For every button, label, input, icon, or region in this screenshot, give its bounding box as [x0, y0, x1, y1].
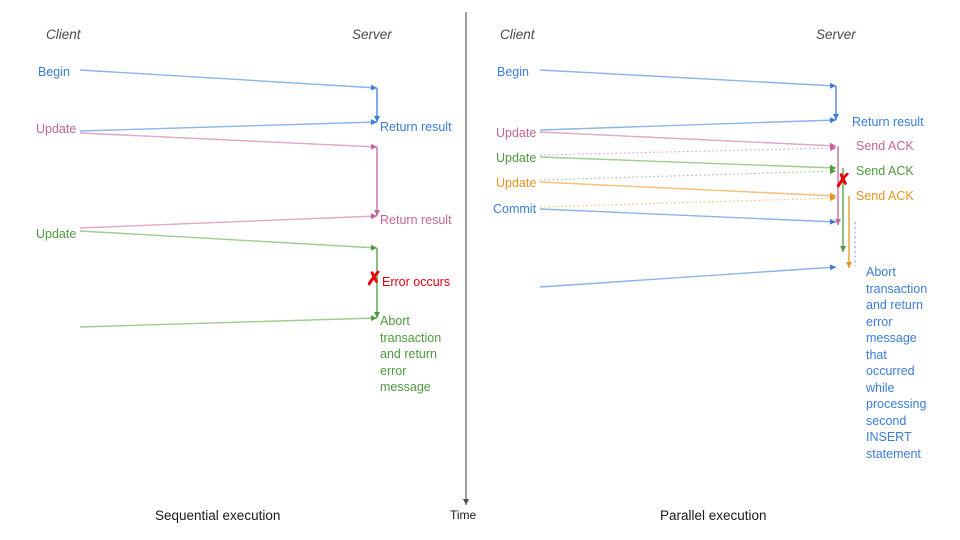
message-label-update-3-parallel: Update: [496, 176, 537, 190]
lane-header-client-sequential: Client: [46, 27, 81, 42]
panel-caption-sequential: Sequential execution: [155, 508, 281, 523]
message-label-update-1-parallel: Update: [496, 126, 537, 140]
message-line-send-ack-2-parallel: [539, 168, 837, 181]
message-label-begin-parallel: Begin: [497, 65, 529, 79]
error-x-icon-sequential: ✗: [366, 269, 382, 290]
message-label-return-result-2-sequential: Return result: [380, 213, 452, 227]
message-line-begin-sequential: [79, 69, 378, 91]
message-label-begin-sequential: Begin: [38, 65, 70, 79]
message-label-send-ack-2-parallel: Send ACK: [856, 164, 914, 178]
message-label-commit-parallel: Commit: [493, 202, 537, 216]
message-label-abort-return-sequential: Abort transaction and return error messa…: [380, 314, 442, 394]
panel-caption-parallel: Parallel execution: [660, 508, 767, 523]
message-line-return-result-2-sequential: [79, 213, 378, 229]
message-line-update-1-sequential: [79, 132, 378, 150]
message-label-update-2-sequential: Update: [36, 227, 77, 241]
message-label-return-result-parallel: Return result: [852, 115, 924, 129]
message-line-send-ack-1-parallel: [539, 145, 837, 156]
message-line-begin-parallel: [539, 69, 837, 89]
error-x-icon-parallel: ✗: [835, 171, 851, 192]
message-line-update-3-parallel: [539, 181, 837, 199]
message-line-update-2-parallel: [539, 156, 837, 171]
diagram-vectors: [79, 12, 856, 505]
time-axis-label: Time: [450, 508, 477, 522]
message-label-send-ack-3-parallel: Send ACK: [856, 189, 914, 203]
message-label-send-ack-1-parallel: Send ACK: [856, 139, 914, 153]
error-label-sequential: Error occurs: [382, 275, 451, 289]
message-line-update-1-parallel: [539, 131, 837, 149]
message-label-return-result-1-sequential: Return result: [380, 120, 452, 134]
message-line-abort-return-sequential: [79, 315, 378, 328]
lane-header-server-sequential: Server: [352, 27, 392, 42]
message-line-commit-parallel: [539, 208, 837, 225]
message-line-update-2-sequential: [79, 230, 378, 251]
message-line-abort-return-parallel: [539, 264, 837, 288]
message-line-return-result-parallel: [539, 117, 837, 131]
lane-header-client-parallel: Client: [500, 27, 535, 42]
message-line-send-ack-3-parallel: [539, 195, 837, 208]
message-label-update-1-sequential: Update: [36, 122, 77, 136]
message-label-abort-return-parallel: Abort transaction and return error messa…: [866, 265, 928, 461]
message-label-update-2-parallel: Update: [496, 151, 537, 165]
lane-header-server-parallel: Server: [816, 27, 856, 42]
message-line-return-result-1-sequential: [79, 119, 378, 132]
